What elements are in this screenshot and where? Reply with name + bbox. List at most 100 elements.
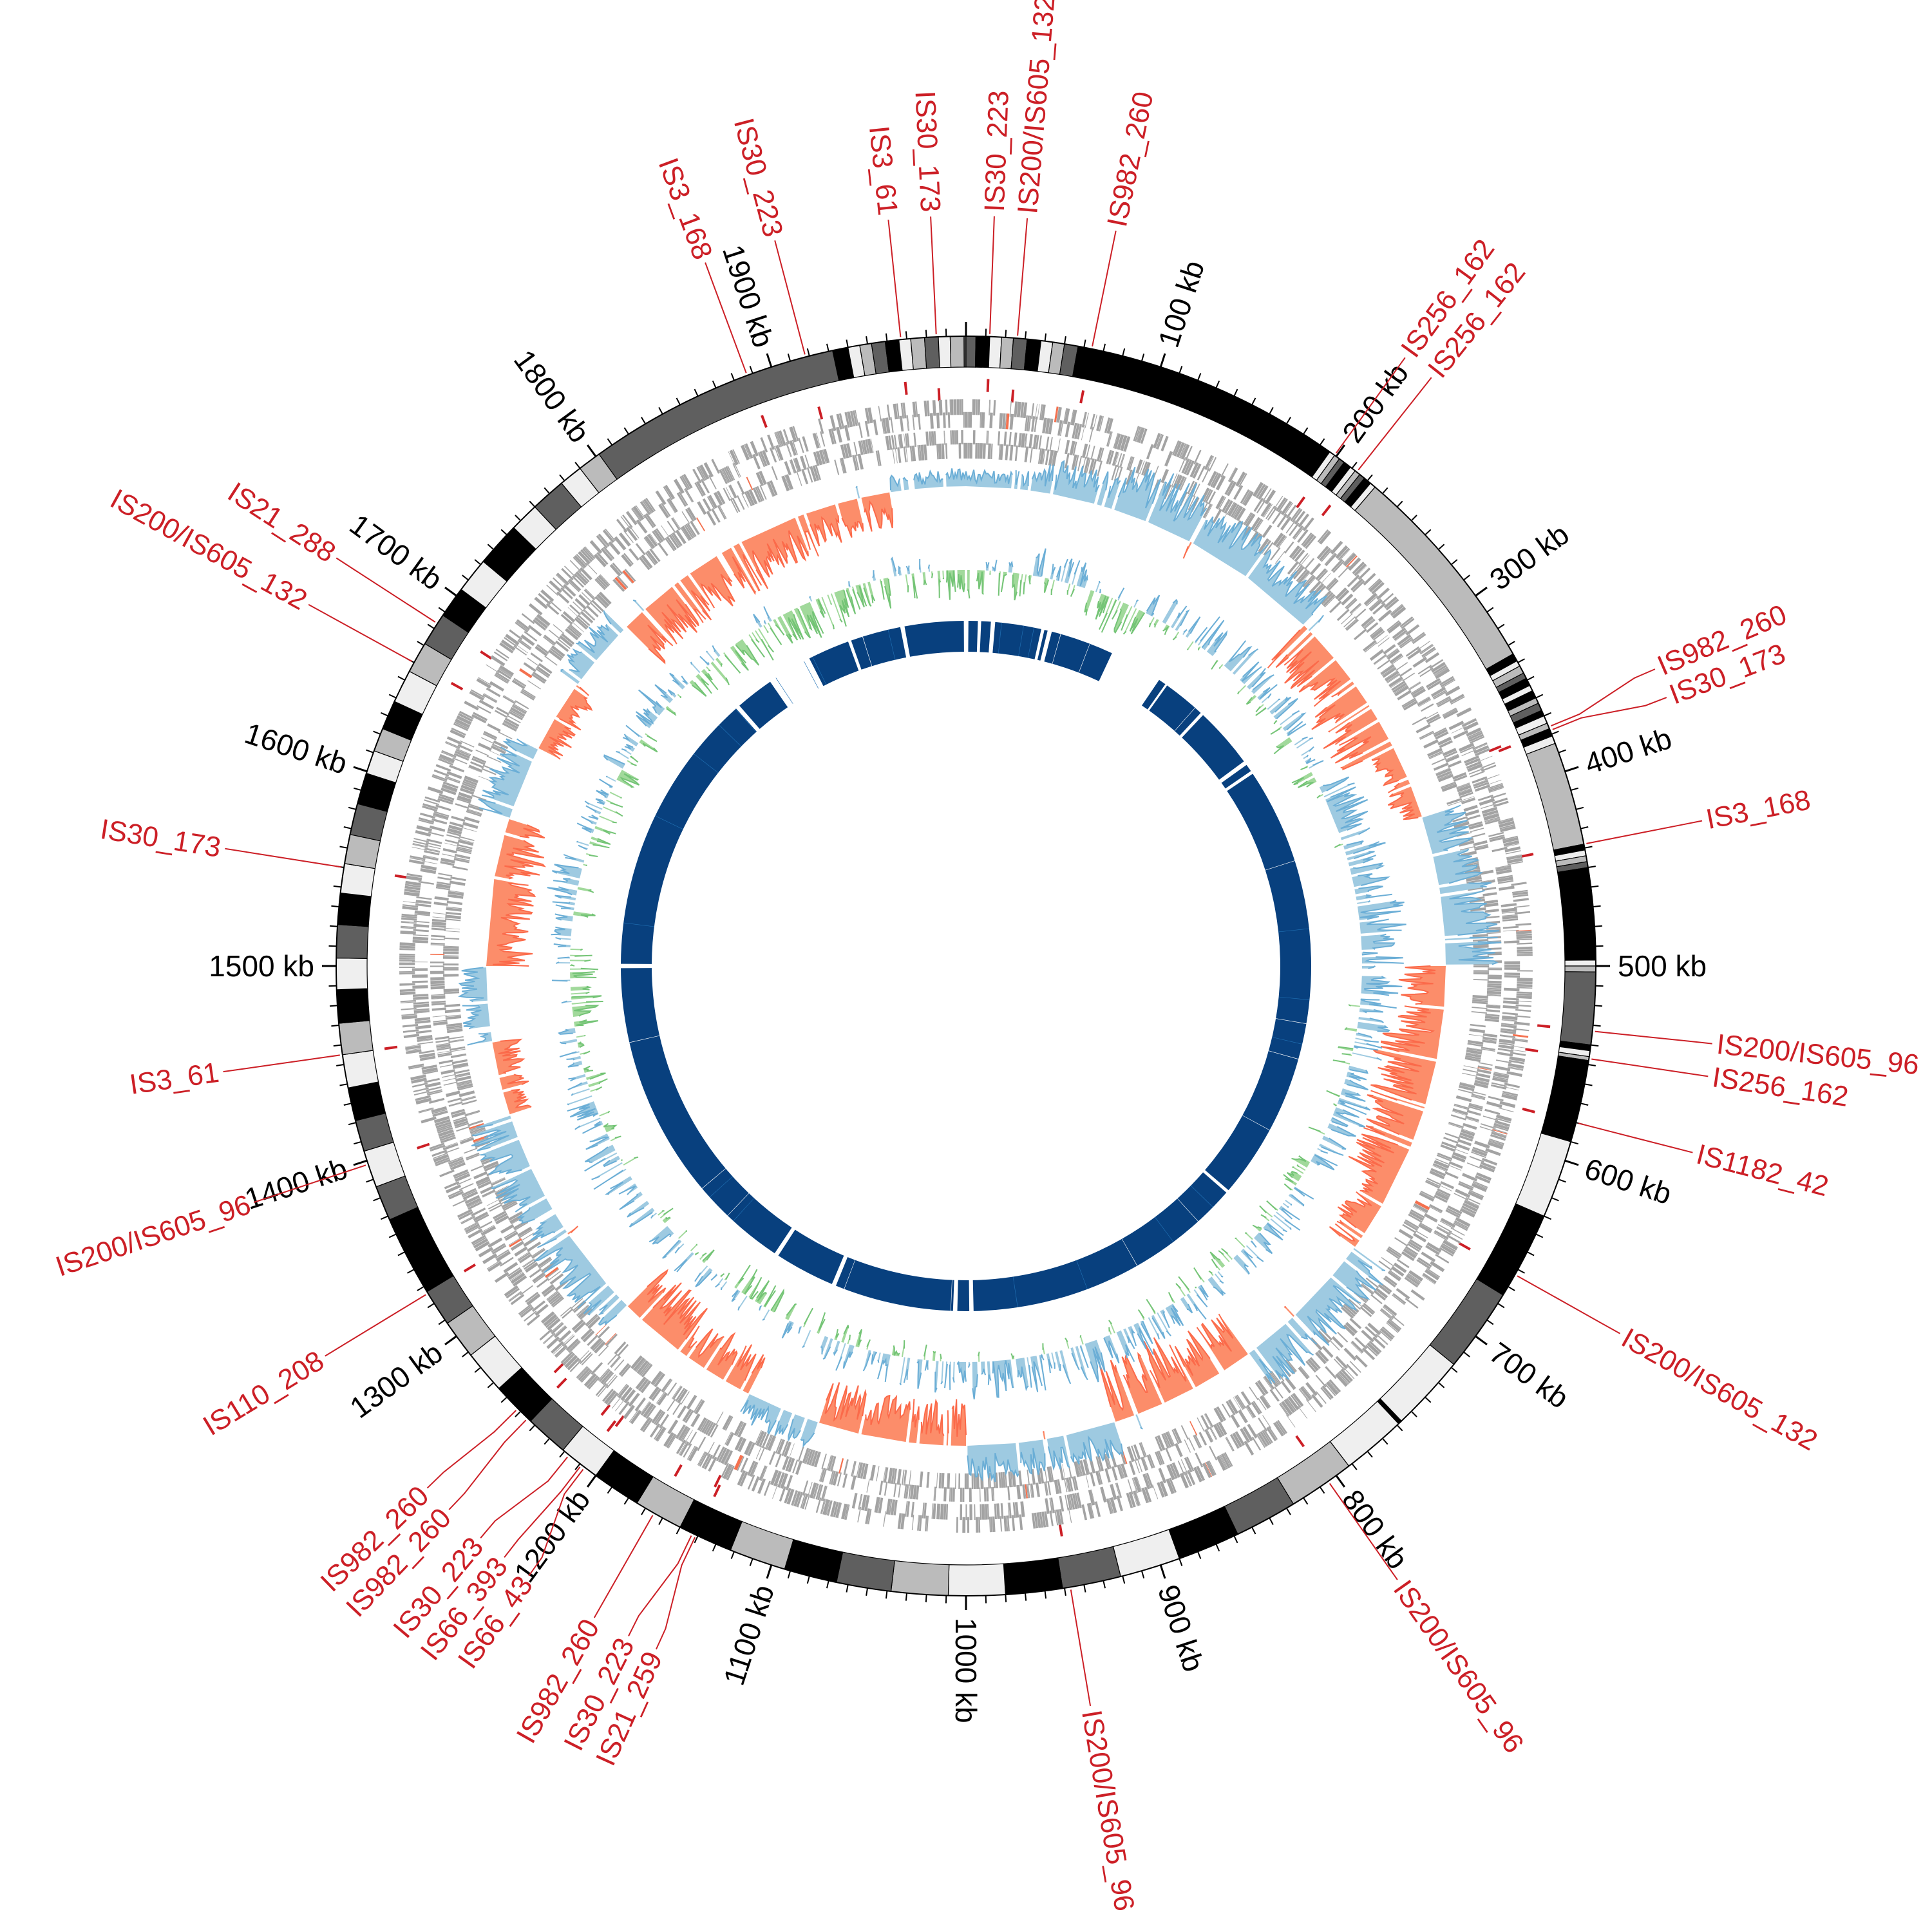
gene-forward	[488, 1237, 503, 1248]
gene-reverse	[1441, 1141, 1457, 1149]
gene-forward	[417, 1037, 433, 1042]
gene-reverse	[469, 1127, 486, 1134]
gene-forward	[1368, 598, 1381, 610]
gene-forward	[1042, 417, 1047, 433]
gene-forward	[1166, 1478, 1175, 1495]
gene-forward	[1491, 1132, 1507, 1139]
gene-forward	[436, 1124, 452, 1130]
gene-forward	[448, 1191, 464, 1200]
gene-forward	[1204, 455, 1213, 470]
gene-forward	[520, 1285, 533, 1296]
gene-reverse	[1458, 1088, 1473, 1094]
gene-reverse	[1378, 1284, 1391, 1295]
minor-tick	[712, 381, 717, 388]
minor-tick	[343, 1103, 352, 1106]
gene-reverse	[1035, 435, 1039, 450]
gene-reverse	[1133, 1444, 1141, 1460]
gene-reverse	[573, 601, 584, 612]
minor-tick	[1580, 1103, 1589, 1106]
gene-forward	[1504, 987, 1520, 992]
gene-forward	[1365, 1345, 1378, 1357]
gene-forward	[1345, 555, 1358, 568]
gene-forward	[413, 1003, 430, 1009]
gene-forward	[402, 905, 418, 911]
gene-reverse	[502, 1200, 517, 1210]
gene-forward	[1255, 484, 1266, 498]
gene-forward	[1302, 533, 1315, 548]
gene-forward	[903, 402, 907, 419]
gene-forward	[1502, 925, 1519, 929]
gene-reverse	[1189, 482, 1197, 495]
gene-reverse	[431, 925, 446, 928]
gene-reverse	[1090, 446, 1095, 460]
gene-reverse	[468, 767, 482, 773]
gene-reverse	[943, 430, 945, 445]
gene-forward	[1426, 1267, 1441, 1278]
gene-reverse	[630, 1355, 643, 1370]
gene-forward	[1506, 855, 1522, 860]
gene-forward	[1489, 1138, 1504, 1144]
gene-reverse	[696, 517, 705, 531]
gene-reverse	[904, 1470, 907, 1486]
gene-reverse	[1050, 1466, 1054, 1482]
gene-reverse	[607, 1353, 618, 1365]
gene-reverse	[574, 598, 587, 610]
gene-forward	[400, 1001, 417, 1003]
gene-forward	[1265, 506, 1276, 520]
gene-reverse	[777, 1439, 785, 1455]
gene-reverse	[885, 435, 890, 451]
gene-reverse	[1381, 666, 1396, 676]
gene-reverse	[457, 1085, 473, 1091]
gene-reverse	[567, 626, 580, 638]
gene-forward	[561, 568, 574, 581]
gene-reverse	[1483, 900, 1499, 904]
gene-reverse	[1386, 649, 1399, 658]
gene-forward	[399, 957, 415, 959]
gene-forward	[674, 478, 685, 494]
gene-reverse	[1413, 1203, 1428, 1213]
gene-forward	[1517, 951, 1533, 954]
gene-reverse	[759, 471, 767, 486]
gene-forward	[1505, 850, 1521, 855]
gene-reverse	[1410, 1209, 1425, 1218]
gene-forward	[1298, 1388, 1309, 1402]
gene-forward	[645, 513, 656, 527]
gene-reverse	[895, 448, 898, 464]
is-element-mark	[480, 650, 493, 660]
gene-reverse	[482, 733, 497, 741]
gene-reverse	[1452, 1151, 1467, 1160]
gene-reverse	[609, 564, 621, 577]
gene-reverse	[1470, 907, 1486, 912]
gene-forward	[1059, 421, 1064, 437]
gene-forward	[1406, 1274, 1420, 1285]
gene-reverse	[1421, 703, 1434, 712]
gene-reverse	[448, 1039, 464, 1042]
gene-reverse	[462, 782, 476, 790]
gene-forward	[1196, 1466, 1206, 1481]
gene-reverse	[830, 1470, 836, 1485]
gene-reverse	[432, 916, 447, 919]
gene-reverse	[840, 457, 847, 473]
gene-reverse	[690, 520, 700, 535]
gc-content-track	[547, 548, 1406, 1399]
minor-tick	[826, 1580, 829, 1589]
gene-forward	[546, 584, 558, 596]
gene-forward	[422, 1070, 439, 1075]
gene-reverse	[490, 1177, 505, 1184]
is-element-label: IS3_61	[863, 124, 904, 217]
gene-reverse	[1459, 1084, 1475, 1092]
gene-reverse	[1085, 1459, 1090, 1475]
gene-forward	[1390, 604, 1404, 616]
inner-block	[621, 708, 757, 964]
gene-reverse	[1388, 676, 1403, 688]
gene-reverse	[518, 1252, 531, 1262]
gene-reverse	[1029, 447, 1033, 463]
gene-reverse	[1039, 1468, 1045, 1484]
gene-forward	[1430, 1261, 1445, 1273]
gene-reverse	[936, 1472, 938, 1488]
gene-reverse	[1425, 1180, 1440, 1189]
gene-reverse	[1464, 809, 1479, 817]
gene-reverse	[652, 1372, 663, 1386]
gene-forward	[992, 1516, 996, 1532]
is-element-label: IS30_173	[98, 813, 223, 864]
